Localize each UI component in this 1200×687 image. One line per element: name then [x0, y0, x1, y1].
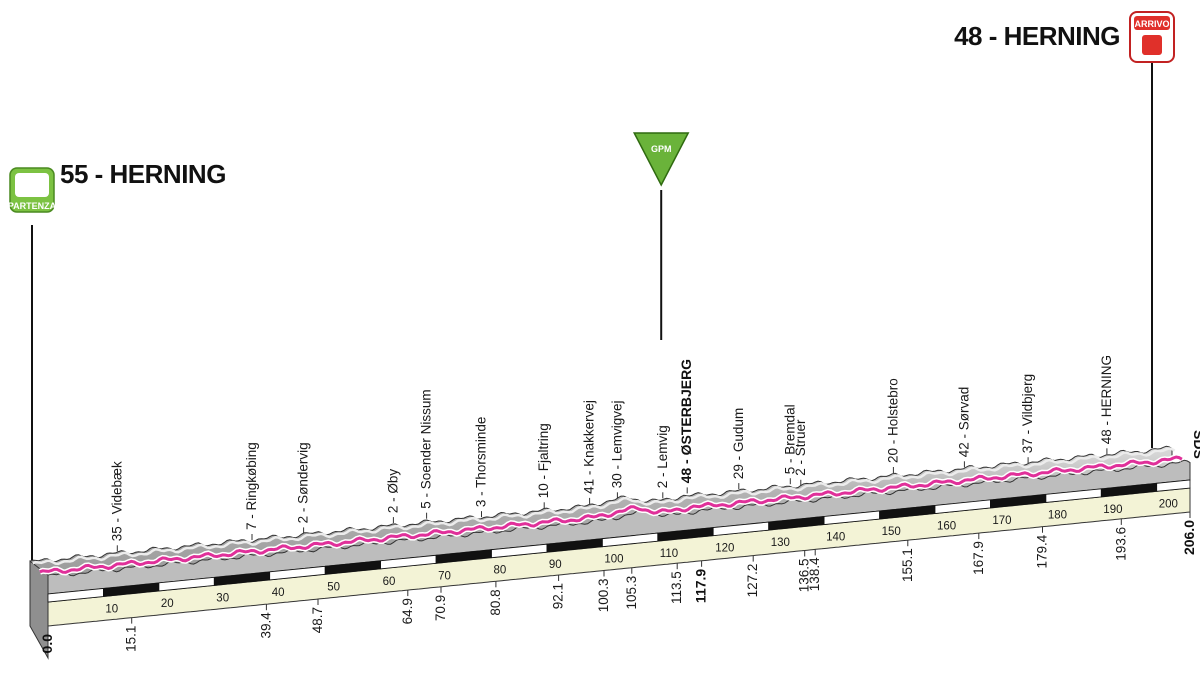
axis-tick-label: 200: [1159, 498, 1178, 510]
profile-top-edge: [32, 447, 1176, 566]
km-label: 193.6: [1113, 527, 1128, 561]
axis-tick-label: 90: [549, 559, 562, 571]
place-label: 41 - Knakkervej: [582, 400, 597, 494]
km-label: 92.1: [551, 583, 566, 609]
km-label: 155.1: [900, 548, 915, 582]
axis-tick-label: 150: [882, 526, 901, 538]
km-label: 167.9: [971, 541, 986, 575]
axis-tick-label: 80: [494, 565, 507, 577]
axis-tick-label: 60: [383, 576, 396, 588]
km-label: 15.1: [124, 626, 139, 652]
start-marker: PARTENZA 55 - HERNING: [8, 159, 226, 560]
place-label: 2 - Øby: [385, 469, 400, 514]
axis-tick-label: 170: [992, 515, 1011, 527]
finish-marker: ARRIVO 48 - HERNING: [954, 11, 1175, 448]
km-label: 127.2: [745, 564, 760, 598]
place-label: 30 - Lemvigvej: [609, 401, 624, 489]
axis-tick-label: 20: [161, 598, 174, 610]
km-label: 113.5: [669, 571, 684, 604]
place-label: 5 - Bremdal: [782, 404, 797, 474]
km-label: 179.4: [1035, 534, 1050, 568]
markers: 10 20 30 40 50 60 70 80 90 100 110 120 130 140 150 160 1…: [39, 355, 1197, 653]
km-label: 136.5: [797, 559, 812, 593]
km-label: 206.0: [1181, 520, 1197, 555]
km-label: 70.9: [433, 595, 448, 621]
gpm-marker: GPM: [632, 132, 690, 340]
km-label: 64.9: [400, 598, 415, 624]
start-flag-icon: PARTENZA: [8, 167, 57, 213]
gpm-label: GPM: [651, 144, 672, 154]
route-line: [39, 455, 1183, 574]
place-label: 29 - Gudum: [731, 408, 746, 479]
place-label: 2 - Lemvig: [655, 425, 670, 488]
km-label: 80.8: [488, 589, 503, 615]
axis-tick-label: 10: [105, 604, 118, 616]
place-label: 10 - Fjaltring: [536, 423, 551, 498]
gpm-triangle-icon: [632, 132, 690, 187]
place-label: 48 - ØSTERBJERG: [678, 359, 694, 484]
axis-tick-label: 130: [771, 537, 790, 549]
axis-tick-label: 70: [438, 570, 451, 582]
place-label: 42 - Sørvad: [956, 387, 971, 458]
axis-tick-label: 100: [604, 554, 623, 566]
km-label: 39.4: [258, 612, 273, 639]
axis-tick-label: 120: [715, 543, 734, 555]
place-label: 20 - Holstebro: [885, 378, 900, 463]
finish-badge-label: ARRIVO: [1134, 19, 1169, 29]
km-label: 100.3: [596, 579, 611, 613]
axis-tick-label: 160: [937, 521, 956, 533]
axis-tick-label: 110: [660, 548, 678, 560]
axis-tick-label: 30: [216, 592, 229, 604]
axis-tick-label: 190: [1103, 504, 1122, 516]
finish-town-label: 48 - HERNING: [954, 21, 1120, 51]
place-label: 5 - Soender Nissum: [419, 389, 434, 508]
sds-marker: SDS: [1191, 430, 1200, 459]
axis-tick-label: 40: [272, 587, 285, 599]
start-town-label: 55 - HERNING: [60, 159, 226, 189]
place-label: 48 - HERNING: [1099, 355, 1114, 444]
place-label: 37 - Vildbjerg: [1020, 374, 1035, 453]
km-label: 105.3: [624, 576, 639, 610]
finish-flag-icon: ARRIVO: [1129, 11, 1175, 63]
axis-tick-label: 180: [1048, 509, 1067, 521]
km-label: 48.7: [310, 607, 325, 633]
place-label: 7 - Ringkøbing: [244, 442, 259, 530]
km-label: 138.4: [807, 557, 822, 591]
km-label: 0.0: [39, 634, 55, 654]
km-label: 117.9: [693, 569, 709, 603]
axis-tick-label: 50: [327, 581, 340, 593]
place-label: 3 - Thorsminde: [474, 417, 489, 508]
place-label: 2 - Søndervig: [296, 442, 311, 523]
axis-tick-label: 140: [826, 532, 845, 544]
axis-band-segment: [1156, 479, 1191, 492]
place-label: 35 - Videbæk: [109, 461, 124, 541]
place-label: 2 - Struer: [793, 419, 808, 476]
start-badge-label: PARTENZA: [8, 201, 57, 211]
